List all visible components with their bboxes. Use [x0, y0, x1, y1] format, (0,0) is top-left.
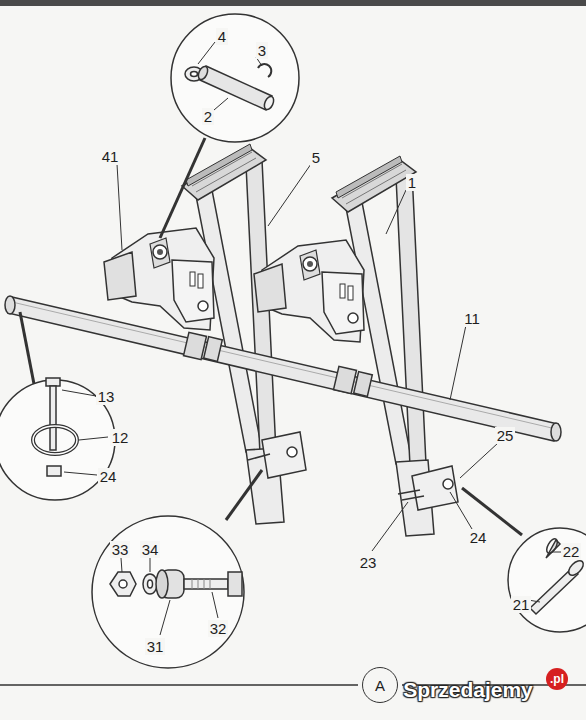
watermark: .pl	[546, 668, 568, 690]
watermark: Sprzedajemy	[401, 678, 535, 701]
callout-number: 31	[145, 638, 166, 655]
callout-number: 21	[511, 596, 532, 613]
callout-number: 12	[110, 429, 131, 446]
callout-number: 41	[100, 148, 121, 165]
callout-number: 25	[495, 427, 516, 444]
callout-number: 33	[110, 541, 131, 558]
sheet-letter: A	[375, 678, 385, 693]
callout-number: 2	[202, 108, 214, 125]
sheet-marker-circle: A	[362, 667, 398, 703]
callout-number: 3	[256, 42, 268, 59]
callout-number: 11	[462, 310, 482, 327]
callout-number: 34	[140, 541, 161, 558]
callout-number: 32	[208, 620, 229, 637]
callout-number: 22	[561, 543, 582, 560]
callout-number: 5	[310, 149, 322, 166]
callout-number: 24	[98, 468, 119, 485]
callout-number: 4	[216, 28, 228, 45]
callout-number: 13	[96, 388, 117, 405]
callout-number: 24	[468, 529, 489, 546]
callout-number: 1	[406, 174, 418, 191]
callout-number: 23	[358, 554, 379, 571]
